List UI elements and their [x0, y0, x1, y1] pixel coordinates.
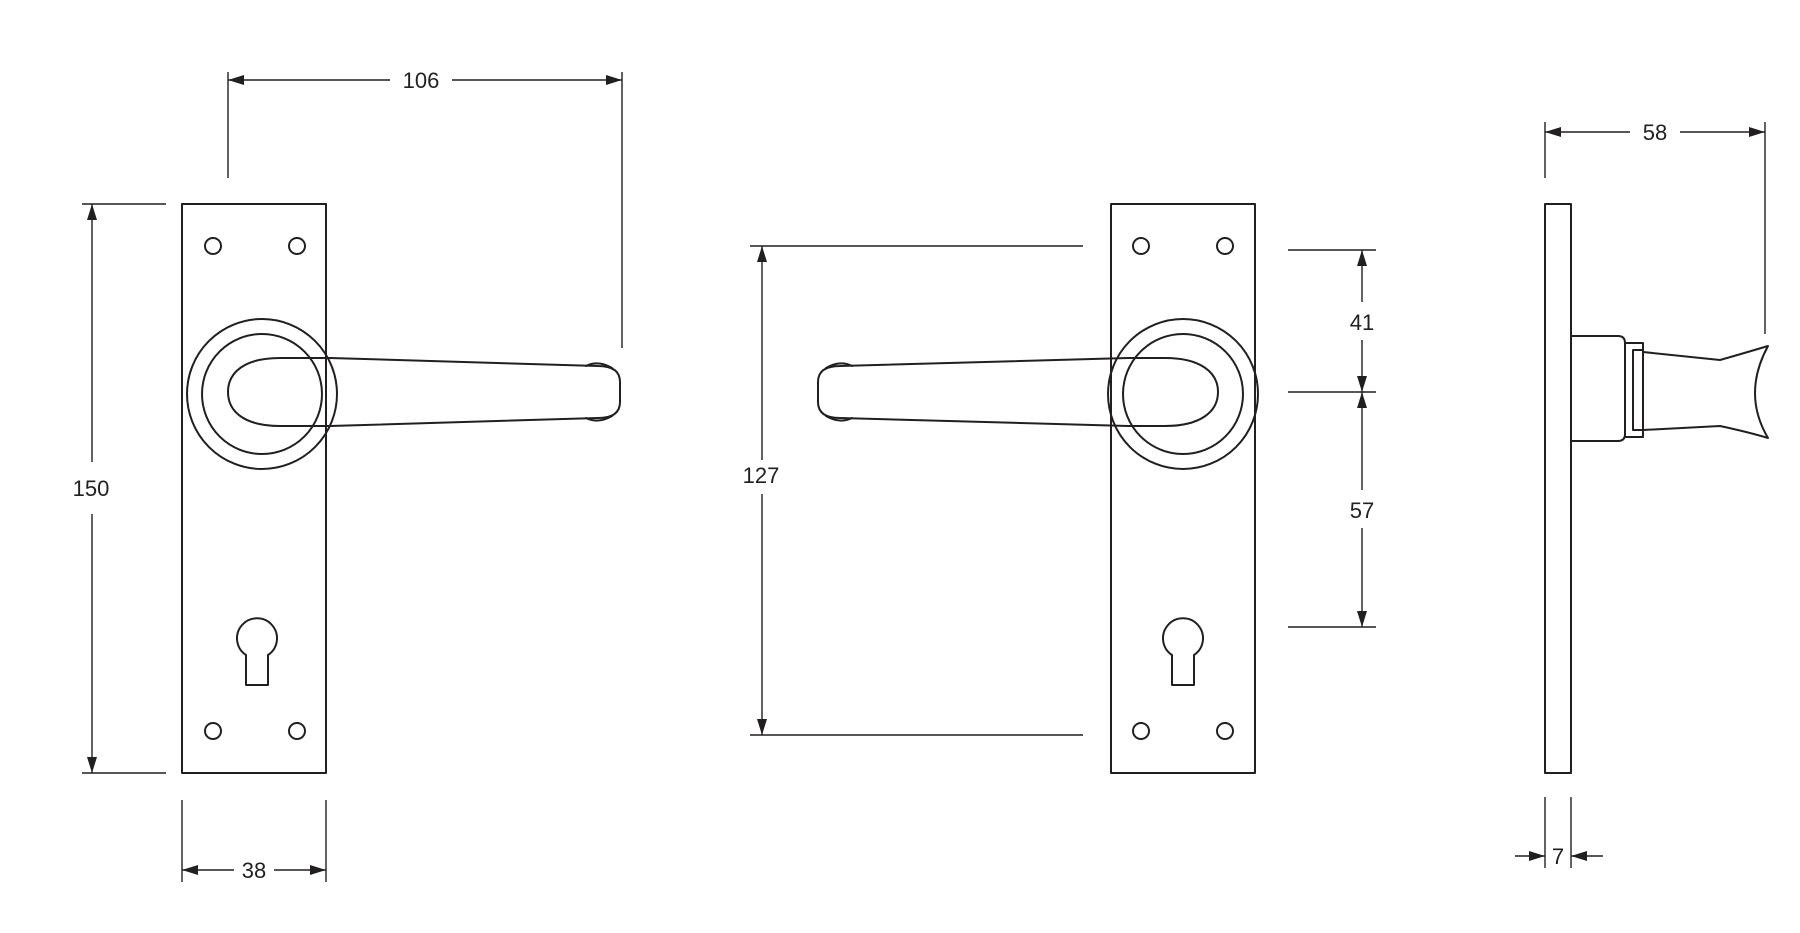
dim-106-label: 106: [403, 68, 440, 93]
lever-handle-middle: [817, 357, 1219, 427]
dim-7: 7: [1515, 797, 1603, 869]
screw-holes-middle: [1132, 237, 1234, 740]
rose-side: [1570, 335, 1626, 442]
keyhole-middle: [1162, 617, 1204, 686]
side-view: [1544, 203, 1769, 774]
dim-150-label: 150: [73, 476, 110, 501]
dim-38-label: 38: [242, 858, 266, 883]
lever-handle-left: [227, 357, 621, 427]
backplate-side: [1544, 203, 1572, 774]
dim-127: 127: [743, 245, 1083, 736]
screw-holes-left: [204, 237, 306, 740]
front-view-left: [181, 203, 621, 774]
lever-side: [1642, 345, 1769, 439]
keyhole-left: [236, 617, 278, 686]
dim-58: 58: [1544, 120, 1766, 334]
backplate-middle: [1110, 203, 1256, 774]
dim-57-label: 57: [1350, 498, 1374, 523]
front-view-middle: [817, 203, 1259, 774]
dim-106: 106: [227, 68, 623, 348]
rose-left: [186, 318, 338, 470]
dim-38: 38: [181, 800, 327, 883]
dim-7-label: 7: [1552, 844, 1564, 869]
backplate-left: [181, 203, 327, 774]
dim-127-label: 127: [743, 463, 780, 488]
lever-tip-middle: [825, 362, 853, 422]
dim-41: 41: [1288, 249, 1376, 393]
rose-middle: [1107, 318, 1259, 470]
dim-57: 57: [1288, 392, 1376, 628]
lever-tip-left: [585, 362, 613, 422]
dim-150: 150: [73, 203, 166, 774]
collar-side: [1624, 342, 1644, 438]
dim-41-label: 41: [1350, 310, 1374, 335]
dim-58-label: 58: [1643, 120, 1667, 145]
